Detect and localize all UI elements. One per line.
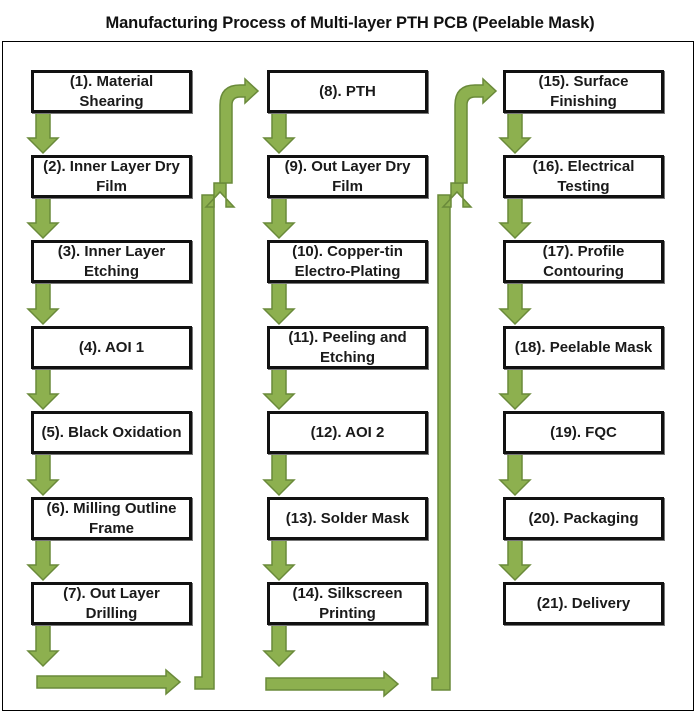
process-step-16: (16). Electrical Testing (503, 155, 664, 198)
process-step-15: (15). Surface Finishing (503, 70, 664, 113)
diagram-title: Manufacturing Process of Multi-layer PTH… (105, 14, 595, 32)
process-step-10: (10). Copper-tin Electro-Plating (267, 240, 428, 283)
process-step-5: (5). Black Oxidation (31, 411, 192, 454)
process-step-7: (7). Out Layer Drilling (31, 582, 192, 625)
process-step-3: (3). Inner Layer Etching (31, 240, 192, 283)
process-step-6: (6). Milling Outline Frame (31, 497, 192, 540)
process-step-20: (20). Packaging (503, 497, 664, 540)
process-step-18: (18). Peelable Mask (503, 326, 664, 369)
process-step-21: (21). Delivery (503, 582, 664, 625)
process-step-8: (8). PTH (267, 70, 428, 113)
process-step-17: (17). Profile Contouring (503, 240, 664, 283)
process-step-4: (4). AOI 1 (31, 326, 192, 369)
process-step-19: (19). FQC (503, 411, 664, 454)
process-step-2: (2). Inner Layer Dry Film (31, 155, 192, 198)
process-step-13: (13). Solder Mask (267, 497, 428, 540)
process-step-11: (11). Peeling and Etching (267, 326, 428, 369)
process-step-9: (9). Out Layer Dry Film (267, 155, 428, 198)
process-step-12: (12). AOI 2 (267, 411, 428, 454)
process-step-14: (14). Silkscreen Printing (267, 582, 428, 625)
process-step-1: (1). Material Shearing (31, 70, 192, 113)
